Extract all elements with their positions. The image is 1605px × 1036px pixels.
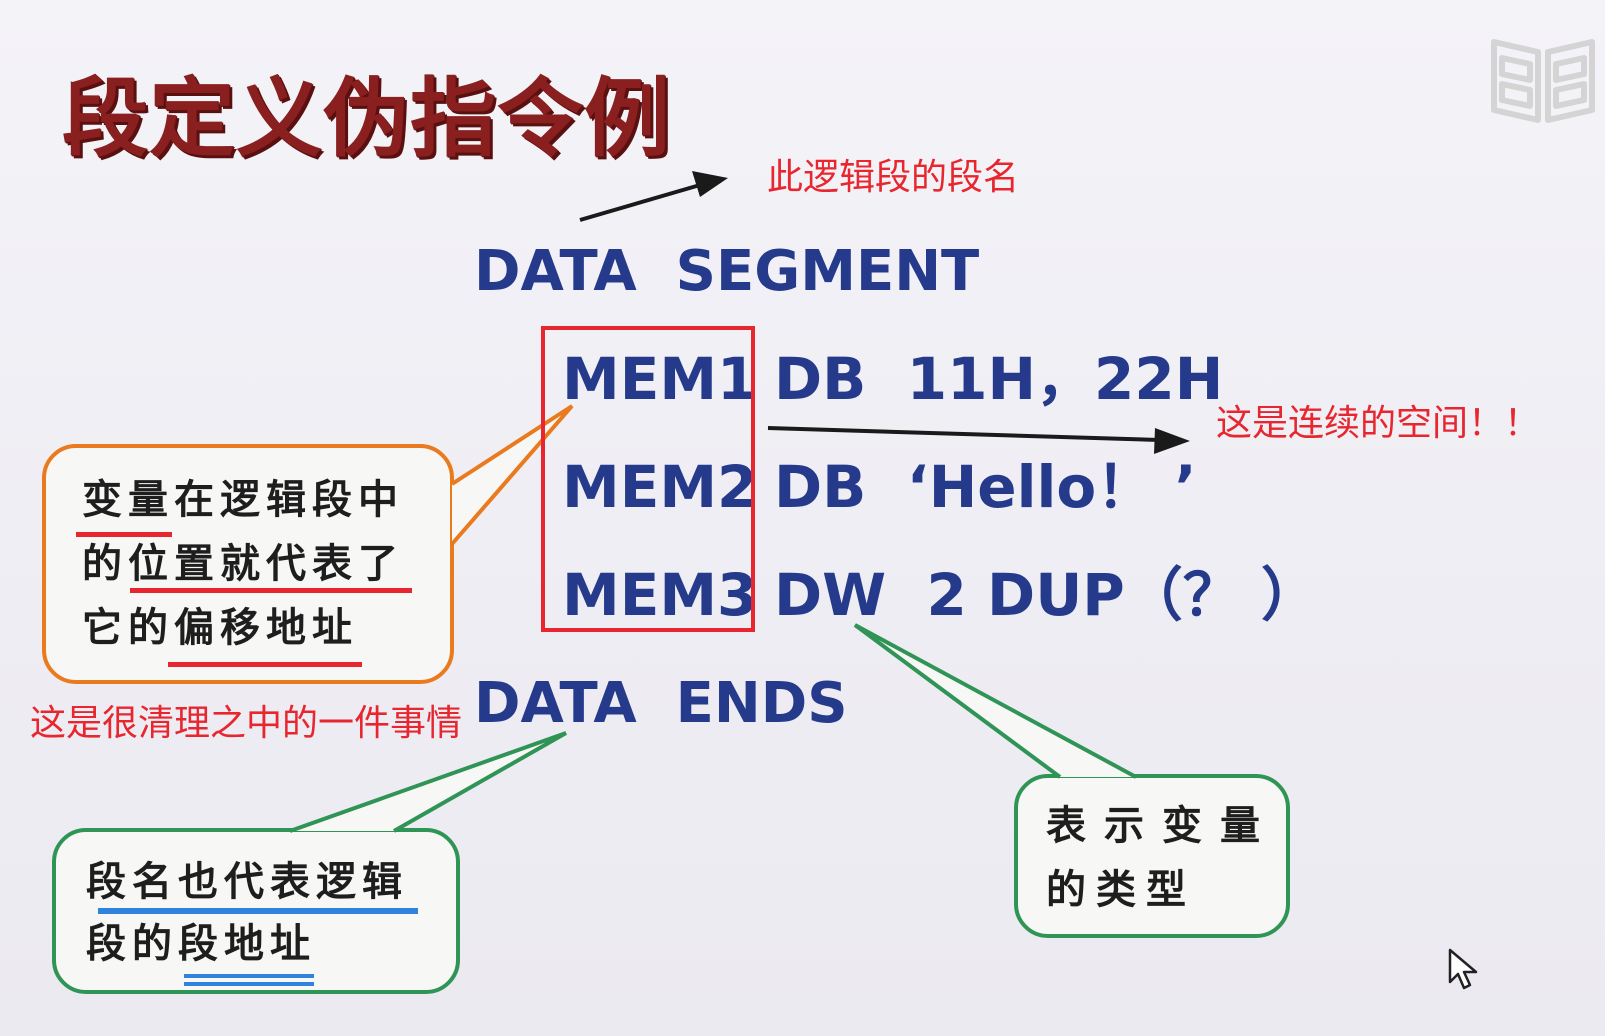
continuous-space-note: 这是连续的空间！！ xyxy=(1216,403,1541,444)
code-mem1-rest: DB 11H，22H xyxy=(774,345,1224,413)
segment-name-arrow xyxy=(579,183,701,222)
segment-name-arrowhead xyxy=(692,171,728,197)
underline-weizhi xyxy=(130,588,412,593)
code-mem3-rest: DW 2 DUP（？ ） xyxy=(774,561,1319,629)
code-mem2-name: MEM2 xyxy=(562,453,758,521)
underline-duanming xyxy=(98,908,418,914)
segment-bubble-line1: 段名也代表逻辑 xyxy=(86,858,408,905)
segment-name-note: 此逻辑段的段名 xyxy=(767,157,1020,198)
offset-bubble-line1: 变量在逻辑段中 xyxy=(82,476,404,523)
code-data-ends: DATA ENDS xyxy=(474,671,848,736)
type-bubble-line1: 表示变量 xyxy=(1046,802,1278,849)
book-logo-icon xyxy=(1491,39,1595,123)
code-data-segment: DATA SEGMENT xyxy=(474,239,980,304)
type-bubble-line2: 的类型 xyxy=(1046,866,1196,913)
underline-pianyidizhi xyxy=(168,662,362,667)
offset-bubble-line3: 它的偏移地址 xyxy=(82,604,358,651)
variable-names-highlight-box xyxy=(541,326,755,632)
continuous-arrow xyxy=(767,426,1161,442)
segment-bubble-line2: 段的段地址 xyxy=(86,920,316,967)
underline-bianliang xyxy=(76,532,172,537)
code-mem1-name: MEM1 xyxy=(562,345,758,413)
variable-type-bubble xyxy=(1014,774,1290,938)
offset-address-bubble xyxy=(42,444,454,684)
slide-title: 段定义伪指令例 xyxy=(62,69,671,169)
continuous-arrowhead xyxy=(1154,428,1190,454)
code-mem3-name: MEM3 xyxy=(562,561,758,629)
mouse-cursor-icon xyxy=(1448,948,1478,990)
underline-duandizhi xyxy=(184,974,314,986)
offset-bubble-line2: 的位置就代表了 xyxy=(82,540,404,587)
clear-thing-note: 这是很清理之中的一件事情 xyxy=(30,703,463,744)
code-mem2-rest: DB ‘Hello！ ’ xyxy=(774,453,1197,521)
